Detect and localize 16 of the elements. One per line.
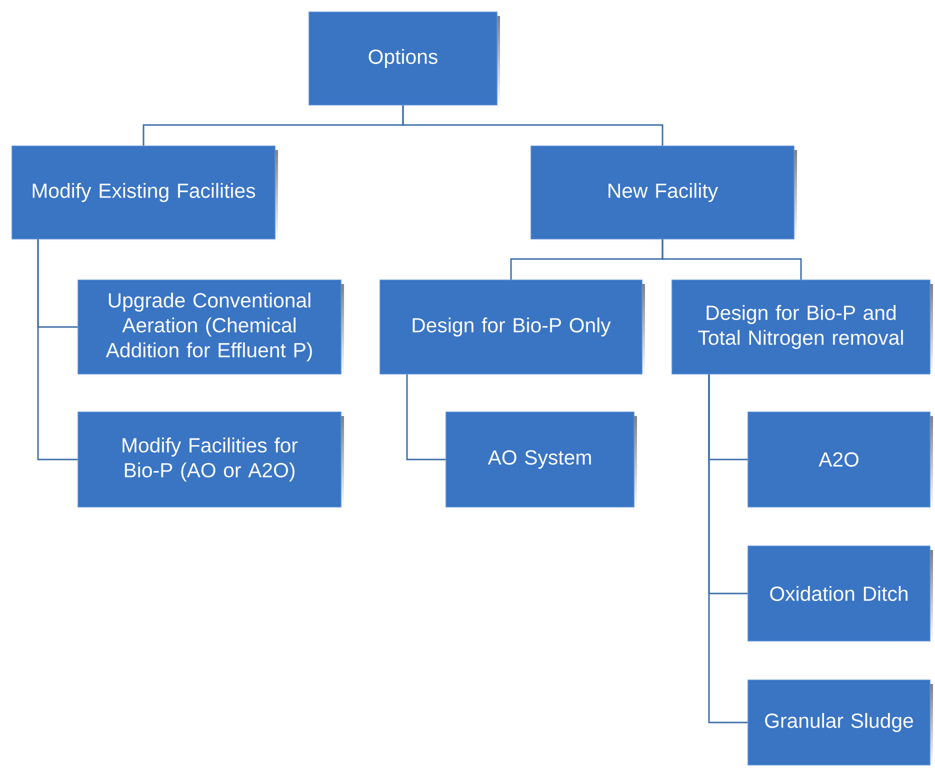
process-box: Options bbox=[308, 12, 500, 109]
process-box: Granular Sludge bbox=[748, 680, 933, 769]
process-box: Design for Bio-P Only bbox=[380, 280, 645, 378]
process-box: New Facility bbox=[530, 146, 797, 243]
process-box: Upgrade Conventional Aeration (Chemical Addition for Effluent P) bbox=[78, 280, 344, 378]
process-box: Design for Bio-P and Total Nitrogen removal bbox=[672, 280, 933, 378]
connector-line bbox=[37, 239, 78, 460]
connector-line bbox=[708, 374, 748, 724]
connector-line bbox=[402, 105, 664, 146]
process-box: AO System bbox=[446, 412, 637, 511]
process-box: Modify Existing Facilities bbox=[12, 146, 278, 243]
connector-line bbox=[662, 239, 802, 280]
process-box: Modify Facilities for Bio-P (AO or A2O) bbox=[78, 412, 344, 511]
connector-line bbox=[406, 374, 446, 460]
process-box: A2O bbox=[748, 412, 933, 511]
process-box: Oxidation Ditch bbox=[748, 546, 933, 645]
